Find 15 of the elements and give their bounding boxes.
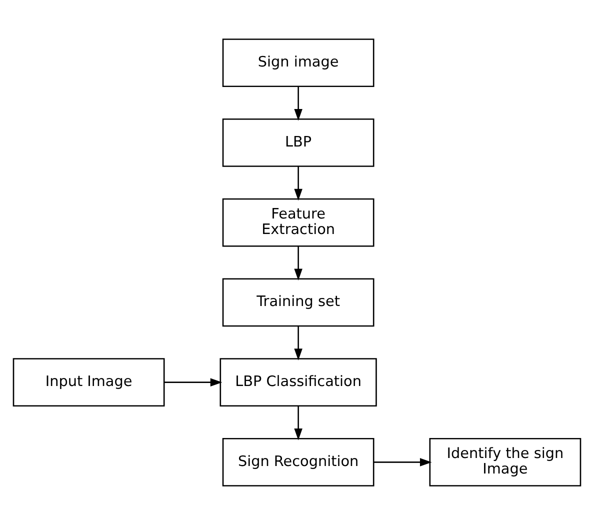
node-box: LBP Classification — [220, 358, 377, 407]
node-box: Sign Recognition — [222, 438, 374, 486]
arrow — [294, 406, 302, 440]
node-box: Identify the sign Image — [429, 438, 582, 486]
node-box: Training set — [222, 278, 374, 327]
node-box: Sign image — [222, 38, 374, 88]
arrow — [294, 326, 302, 360]
arrow — [294, 246, 302, 281]
arrow — [294, 86, 302, 121]
arrow — [294, 166, 302, 201]
node-box: Feature Extraction — [222, 198, 374, 247]
arrow — [164, 378, 222, 386]
node-box: LBP — [222, 118, 374, 167]
arrow — [374, 458, 432, 466]
node-box: Input Image — [12, 358, 165, 407]
